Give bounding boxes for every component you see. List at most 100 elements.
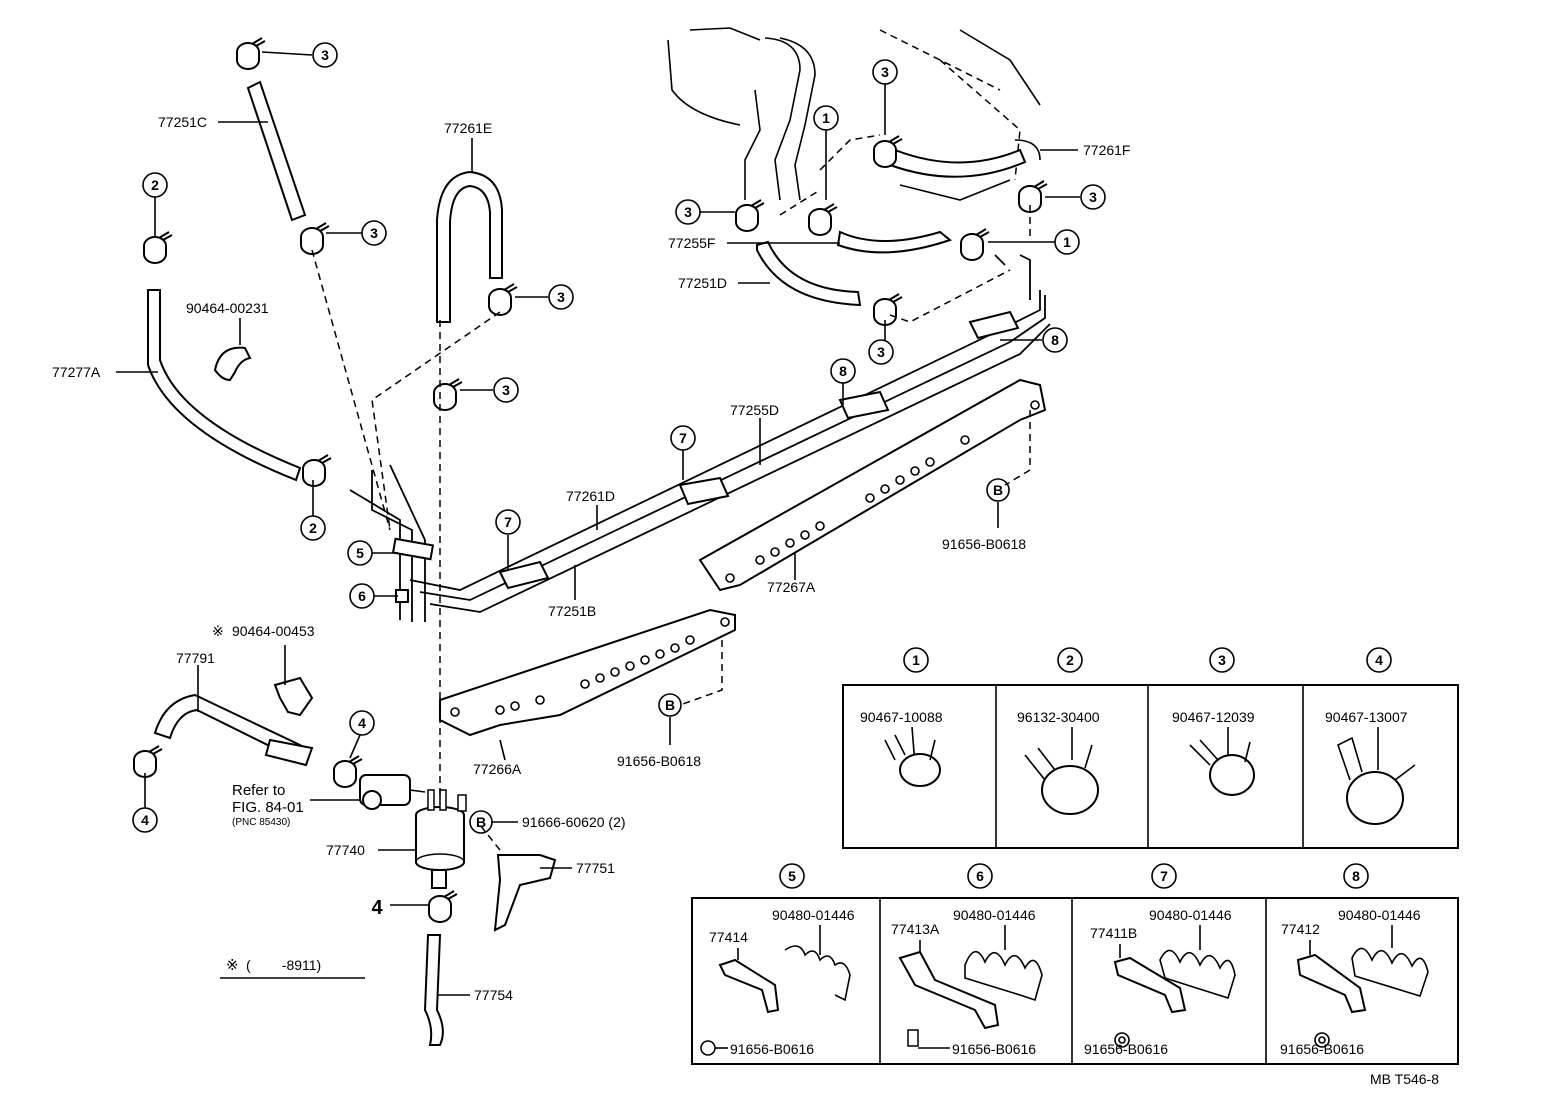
svg-text:4: 4 — [141, 812, 149, 828]
label-refer-to: Refer to — [232, 782, 285, 799]
callout-1-right: 1 — [1054, 229, 1080, 255]
svg-text:1: 1 — [1063, 234, 1071, 250]
svg-text:8: 8 — [1051, 332, 1059, 348]
label-77251C: 77251C — [158, 114, 207, 130]
callout-b-mid: B — [658, 693, 682, 717]
svg-text:3: 3 — [1089, 189, 1097, 205]
footnote-range: ( -8911) — [246, 957, 321, 973]
callout-b-lower: B — [469, 810, 493, 834]
svg-text:3: 3 — [877, 344, 885, 360]
label-77251D: 77251D — [678, 275, 727, 291]
label-77255F: 77255F — [668, 235, 715, 251]
callout-3-251D: 3 — [868, 339, 894, 365]
label-90464-00231: 90464-00231 — [186, 300, 269, 316]
callout-7-mid: 7 — [670, 425, 696, 451]
callout-3-engine-top: 3 — [872, 59, 898, 85]
svg-text:7: 7 — [1160, 868, 1168, 884]
callout-1-engine: 1 — [813, 105, 839, 131]
bracket-77267A — [698, 378, 1047, 592]
callout-3-upper-hose: 3 — [361, 220, 387, 246]
vsv-valve — [359, 774, 426, 810]
clamp-part-96132-30400: 96132-30400 — [1017, 709, 1100, 725]
label-77261F: 77261F — [1083, 142, 1130, 158]
clamp-part-90467-12039: 90467-12039 — [1172, 709, 1255, 725]
callout-4-left: 4 — [132, 807, 158, 833]
label-91656-B0618-right: 91656-B0618 — [942, 536, 1026, 552]
svg-text:6: 6 — [976, 868, 984, 884]
svg-text:1: 1 — [822, 110, 830, 126]
clip-bracket-77413A: 77413A — [891, 921, 940, 937]
svg-text:4: 4 — [1375, 652, 1383, 668]
svg-text:7: 7 — [504, 514, 512, 530]
clip-part-cell-5: 90480-01446 — [772, 907, 855, 923]
asterisk-mark-1: ※ — [212, 623, 224, 639]
fuel-pipes — [349, 254, 1051, 622]
svg-text:8: 8 — [1352, 868, 1360, 884]
hose-77791 — [153, 693, 314, 767]
clamp-table-cell-4: 4 90467-13007 — [1325, 647, 1416, 825]
svg-text:2: 2 — [151, 177, 159, 193]
asterisk-mark-2: ※ — [226, 957, 239, 974]
label-77261E: 77261E — [444, 120, 492, 136]
svg-text:B: B — [665, 697, 675, 713]
svg-text:3: 3 — [684, 204, 692, 220]
callout-3-engine-right: 3 — [1080, 184, 1106, 210]
callout-4-canister: 4 — [371, 897, 383, 919]
callout-3-mid: 3 — [493, 377, 519, 403]
label-pnc-ref: (PNC 85430) — [232, 817, 290, 828]
hose-77251D — [756, 240, 862, 307]
callout-4-vsv: 4 — [349, 710, 375, 736]
clamp-part-90467-13007: 90467-13007 — [1325, 709, 1408, 725]
label-77277A: 77277A — [52, 364, 101, 380]
clip-part-cell-8: 90480-01446 — [1338, 907, 1421, 923]
clip-table-cell-7: 7 77411B 90480-01446 91656-B0616 — [1084, 863, 1236, 1057]
clip-bracket-77412: 77412 — [1281, 921, 1320, 937]
charcoal-canister-77740 — [415, 789, 467, 889]
clamp-part-90467-10088: 90467-10088 — [860, 709, 943, 725]
callout-2-upper: 2 — [142, 172, 168, 198]
svg-text:B: B — [476, 814, 486, 830]
svg-text:1: 1 — [912, 652, 920, 668]
clip-part-cell-7: 90480-01446 — [1149, 907, 1232, 923]
clip-90464-00231 — [213, 346, 252, 382]
clip-90464-00453 — [273, 676, 314, 717]
hose-77277A — [147, 289, 302, 482]
engine-outline — [667, 27, 1041, 201]
label-91666-60620: 91666-60620 (2) — [522, 814, 626, 830]
clip-bolt-cell-8: 91656-B0616 — [1280, 1041, 1364, 1057]
clip-table-cell-6: 6 77413A 90480-01446 91656-B0616 — [891, 863, 1043, 1057]
label-77791: 77791 — [176, 650, 215, 666]
label-91656-B0618-mid: 91656-B0618 — [617, 753, 701, 769]
callout-6-main: 6 — [349, 583, 375, 609]
svg-text:4: 4 — [358, 715, 366, 731]
clip-table: 5 77414 90480-01446 91656-B0616 6 77413A… — [691, 863, 1459, 1065]
clip-bolt-cell-7: 91656-B0616 — [1084, 1041, 1168, 1057]
svg-text:3: 3 — [1218, 652, 1226, 668]
callout-5-main: 5 — [347, 540, 373, 566]
bracket-77751 — [493, 854, 557, 932]
svg-text:2: 2 — [1066, 652, 1074, 668]
label-77266A: 77266A — [473, 761, 522, 777]
hose-77255F — [836, 230, 953, 254]
label-77251B: 77251B — [548, 603, 596, 619]
callout-b-right: B — [986, 478, 1010, 502]
svg-text:3: 3 — [370, 225, 378, 241]
clip-table-cell-8: 8 77412 90480-01446 91656-B0616 — [1280, 863, 1429, 1057]
callout-7-left: 7 — [495, 509, 521, 535]
callout-8-mid: 8 — [830, 358, 856, 384]
label-77267A: 77267A — [767, 579, 816, 595]
clamp-table: 1 90467-10088 2 96132-30400 3 90467-1203… — [842, 647, 1459, 849]
callouts: 3 3 2 3 3 2 3 1 3 3 1 3 8 8 7 7 5 6 B B … — [132, 42, 1106, 919]
clip-bolt-cell-6: 91656-B0616 — [952, 1041, 1036, 1057]
callout-2-lower: 2 — [300, 515, 326, 541]
callout-3-top: 3 — [312, 42, 338, 68]
label-77740: 77740 — [326, 842, 365, 858]
callout-8-right: 8 — [1042, 327, 1068, 353]
svg-text:B: B — [993, 482, 1003, 498]
label-90464-00453: 90464-00453 — [232, 623, 315, 639]
part-labels: 77251C 77261E 77261F 77255F 77251D 90464… — [52, 114, 1130, 1003]
svg-text:2: 2 — [309, 520, 317, 536]
clamp-table-cell-2: 2 96132-30400 — [1017, 647, 1100, 815]
svg-text:3: 3 — [881, 64, 889, 80]
clip-part-cell-6: 90480-01446 — [953, 907, 1036, 923]
